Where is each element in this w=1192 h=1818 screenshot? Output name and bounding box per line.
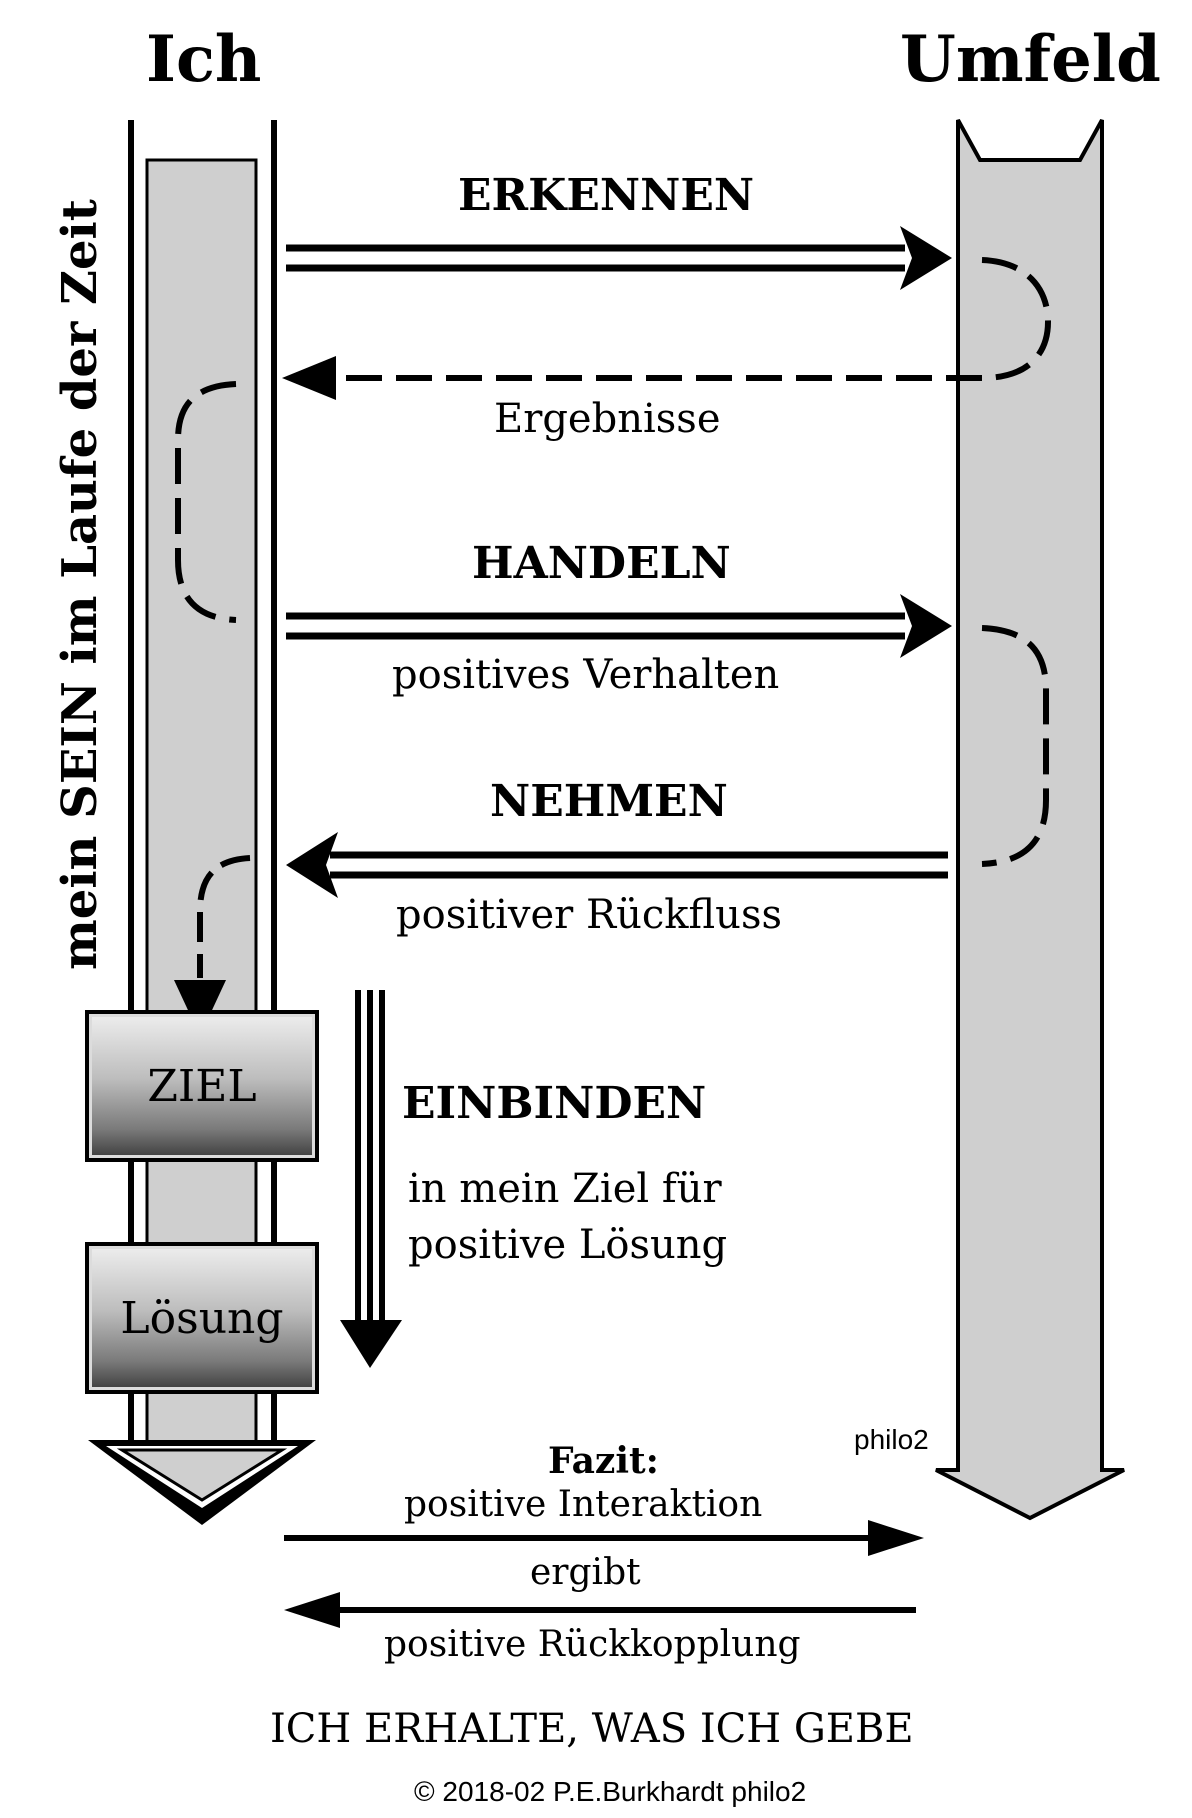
ich-header: Ich [146,22,262,97]
nehmen-sub-label: positiver Rückfluss [396,892,782,938]
right-feedback-bracket [981,625,1049,867]
handeln-arrow [286,594,952,658]
vertical-caption: mein SEIN im Laufe der Zeit [52,199,108,970]
erkennen-label: ERKENNEN [458,170,755,221]
umfeld-header: Umfeld [900,22,1161,97]
motto: ICH ERHALTE, WAS ICH GEBE [270,1706,914,1752]
fazit-line1: positive Interaktion [404,1484,763,1525]
nehmen-arrow [286,832,948,898]
einbinden-arrow [340,990,402,1368]
einbinden-sub-line1: in mein Ziel für [408,1166,722,1212]
fazit-line3: positive Rückkopplung [384,1624,801,1665]
ziel-feed-arrowhead [174,980,226,1036]
left-feedback-bracket [175,381,237,623]
fazit-title: Fazit: [548,1440,659,1482]
ergebnisse-arrow [320,257,1052,381]
ergebnisse-label: Ergebnisse [494,396,721,442]
umfeld-column [935,119,1125,1521]
einbinden-label: EINBINDEN [402,1078,707,1129]
handeln-sub-label: positives Verhalten [392,652,780,698]
ergebnisse-arrowhead [282,356,336,400]
ziel-box: ZIEL [85,1010,319,1162]
ziel-label: ZIEL [147,1060,257,1112]
loesung-box: Lösung [85,1242,319,1394]
fazit-line2: ergibt [530,1552,641,1593]
einbinden-sub-line2: positive Lösung [408,1222,728,1268]
nehmen-label: NEHMEN [490,776,728,827]
erkennen-arrow [286,226,952,290]
fazit-rueckkopplung-arrow [284,1592,916,1628]
ziel-feed-arrow [197,855,251,978]
handeln-label: HANDELN [472,538,731,589]
loesung-label: Lösung [120,1292,284,1344]
fazit-interaktion-arrow [284,1520,924,1556]
copyright: © 2018-02 P.E.Burkhardt philo2 [414,1776,807,1807]
brand-mark: philo2 [854,1424,929,1455]
